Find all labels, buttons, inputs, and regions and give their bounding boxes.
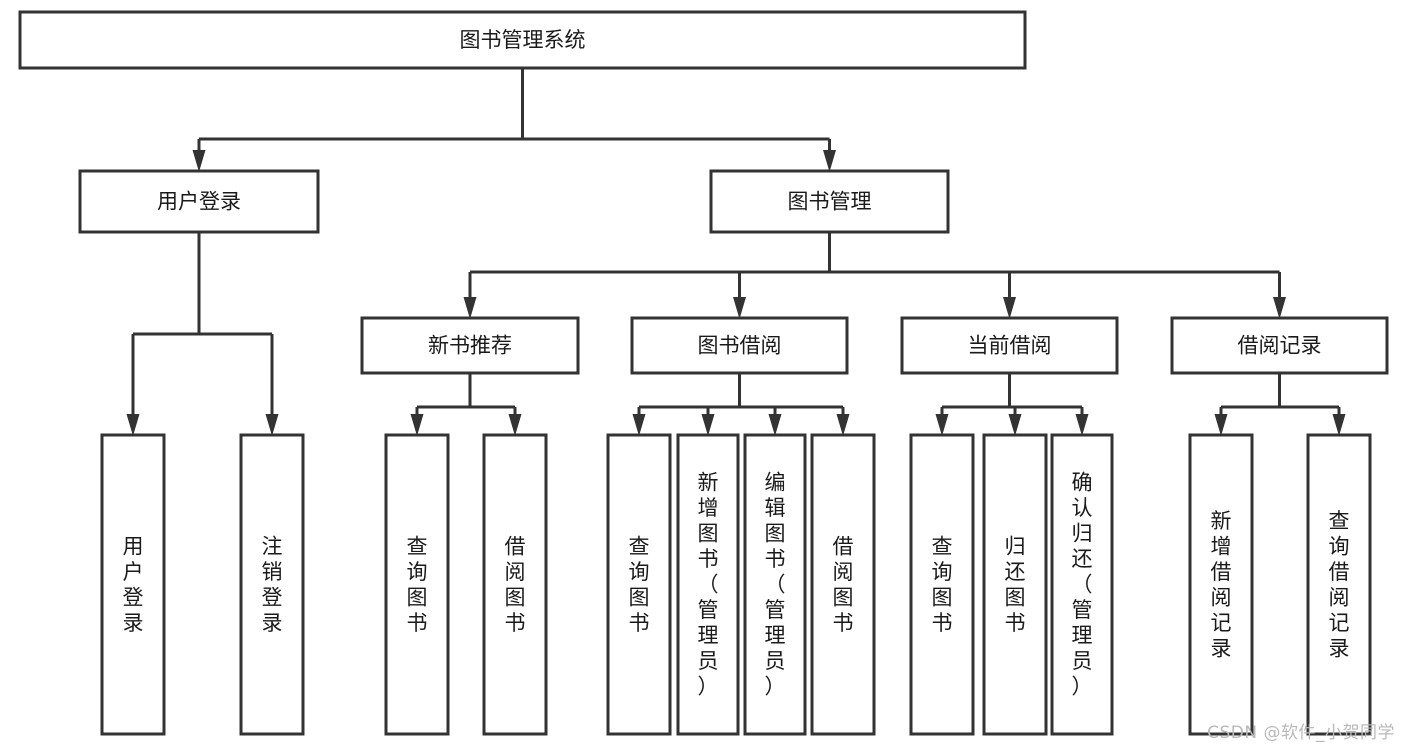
node-leaf-return-book[interactable]: 归还图书 bbox=[982, 433, 1048, 736]
edge-group-new-book-recommend bbox=[410, 373, 522, 436]
node-user-login[interactable]: 用户登录 bbox=[78, 169, 320, 234]
node-leaf-borrow-book-1[interactable]: 借阅图书 bbox=[482, 433, 548, 736]
node-label: 用户登录 bbox=[157, 190, 241, 214]
node-box bbox=[810, 433, 876, 736]
node-box bbox=[630, 316, 849, 375]
node-label: 借阅图书 bbox=[833, 534, 854, 635]
node-leaf-query-record[interactable]: 查询借阅记录 bbox=[1306, 433, 1372, 736]
node-leaf-add-record[interactable]: 新增借阅记录 bbox=[1188, 433, 1254, 736]
node-root[interactable]: 图书管理系统 bbox=[18, 10, 1027, 70]
nodes-layer: 图书管理系统用户登录图书管理新书推荐图书借阅当前借阅借阅记录用户登录注销登录查询… bbox=[18, 10, 1389, 736]
node-label: 图书管理系统 bbox=[460, 28, 586, 52]
node-label: 查询图书 bbox=[407, 534, 428, 635]
node-label: 编辑图书（管理员） bbox=[765, 471, 786, 699]
node-leaf-confirm-return[interactable]: 确认归还（管理员） bbox=[1050, 433, 1114, 736]
node-leaf-add-book[interactable]: 新增图书（管理员） bbox=[676, 433, 740, 736]
node-label: 归还图书 bbox=[1005, 534, 1026, 635]
node-current-borrow[interactable]: 当前借阅 bbox=[900, 316, 1119, 375]
node-label: 用户登录 bbox=[123, 534, 144, 635]
node-leaf-user-login[interactable]: 用户登录 bbox=[100, 433, 166, 736]
node-label: 查询图书 bbox=[629, 534, 650, 635]
edge-group-book-borrow bbox=[632, 373, 850, 436]
node-box bbox=[1188, 433, 1254, 736]
node-box bbox=[18, 10, 1027, 70]
node-leaf-edit-book[interactable]: 编辑图书（管理员） bbox=[743, 433, 807, 736]
node-leaf-query-book-3[interactable]: 查询图书 bbox=[909, 433, 975, 736]
node-borrow-record[interactable]: 借阅记录 bbox=[1170, 316, 1389, 375]
node-leaf-query-book-1[interactable]: 查询图书 bbox=[384, 433, 450, 736]
edge-group-book-management bbox=[463, 232, 1286, 319]
edge-group-current-borrow bbox=[935, 373, 1089, 436]
node-label: 新增图书（管理员） bbox=[698, 471, 719, 699]
node-label: 借阅记录 bbox=[1238, 334, 1322, 358]
node-box bbox=[982, 433, 1048, 736]
node-box bbox=[606, 433, 672, 736]
node-box bbox=[1050, 433, 1114, 736]
node-box bbox=[1306, 433, 1372, 736]
edges-layer bbox=[126, 68, 1346, 436]
node-box bbox=[709, 169, 950, 234]
node-box bbox=[909, 433, 975, 736]
node-box bbox=[482, 433, 548, 736]
edge-group-borrow-record bbox=[1214, 373, 1346, 436]
node-box bbox=[676, 433, 740, 736]
node-box bbox=[743, 433, 807, 736]
node-box bbox=[78, 169, 320, 234]
node-box bbox=[239, 433, 305, 736]
node-box bbox=[1170, 316, 1389, 375]
node-box bbox=[384, 433, 450, 736]
node-leaf-query-book-2[interactable]: 查询图书 bbox=[606, 433, 672, 736]
node-label: 新增借阅记录 bbox=[1211, 509, 1232, 661]
node-label: 当前借阅 bbox=[968, 334, 1052, 358]
node-book-management[interactable]: 图书管理 bbox=[709, 169, 950, 234]
node-label: 新书推荐 bbox=[428, 334, 512, 358]
node-label: 查询图书 bbox=[932, 534, 953, 635]
node-label: 图书借阅 bbox=[698, 334, 782, 358]
node-box bbox=[900, 316, 1119, 375]
edge-group-user-login bbox=[126, 232, 279, 436]
node-label: 注销登录 bbox=[262, 534, 283, 635]
node-leaf-logout[interactable]: 注销登录 bbox=[239, 433, 305, 736]
edge-group-root bbox=[192, 68, 836, 172]
node-box bbox=[360, 316, 580, 375]
node-book-borrow[interactable]: 图书借阅 bbox=[630, 316, 849, 375]
node-new-book-recommend[interactable]: 新书推荐 bbox=[360, 316, 580, 375]
node-label: 查询借阅记录 bbox=[1329, 509, 1350, 661]
node-label: 图书管理 bbox=[788, 190, 872, 214]
node-leaf-borrow-book-2[interactable]: 借阅图书 bbox=[810, 433, 876, 736]
node-label: 确认归还（管理员） bbox=[1072, 471, 1093, 699]
node-label: 借阅图书 bbox=[505, 534, 526, 635]
node-box bbox=[100, 433, 166, 736]
